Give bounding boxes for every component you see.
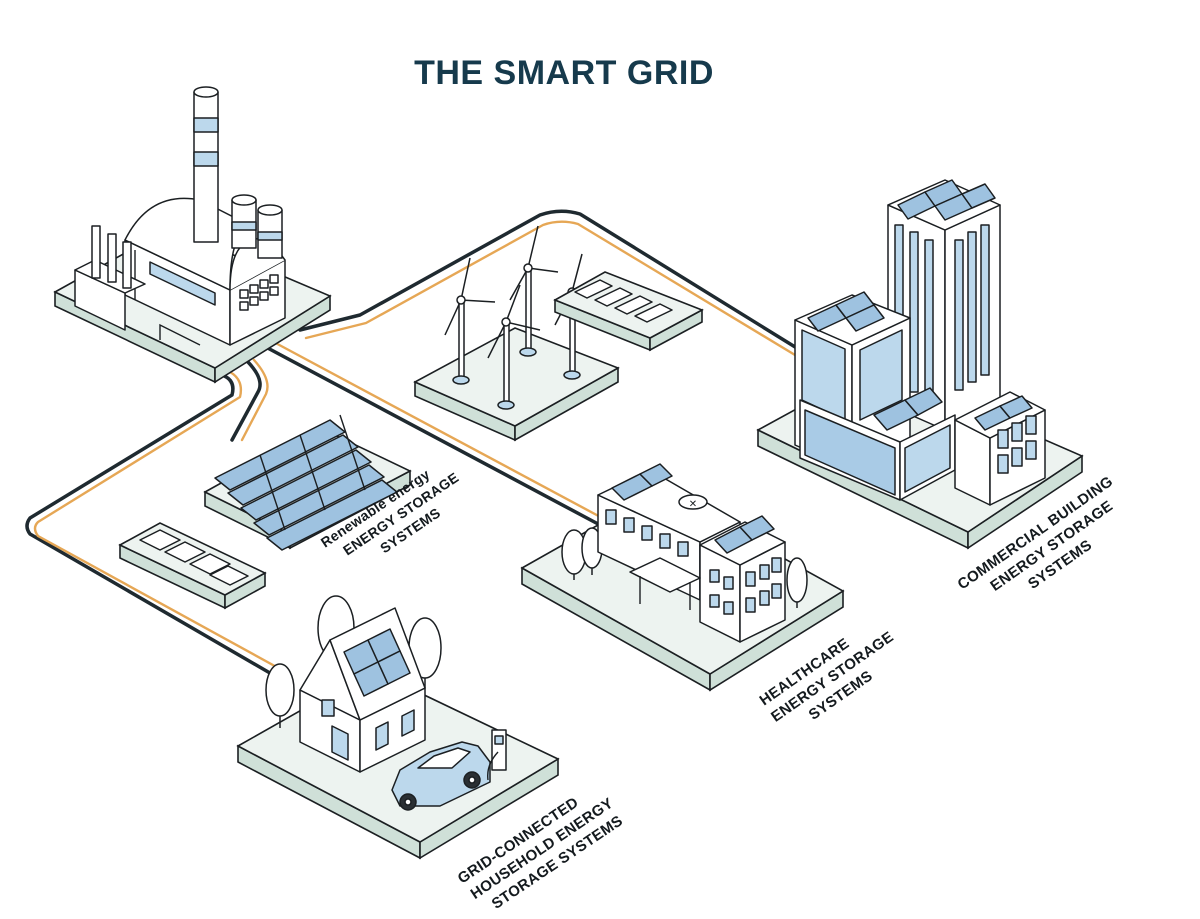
commercial-building [756,179,1084,550]
wind-farm [413,225,704,442]
svg-text:✕: ✕ [689,499,697,510]
healthcare-facility: ✕ [520,463,845,692]
power-plant [53,86,332,384]
power-cables [25,209,802,682]
diagram-title: THE SMART GRID [414,54,714,92]
household [236,595,560,860]
renewable-solar-farm [118,414,412,610]
